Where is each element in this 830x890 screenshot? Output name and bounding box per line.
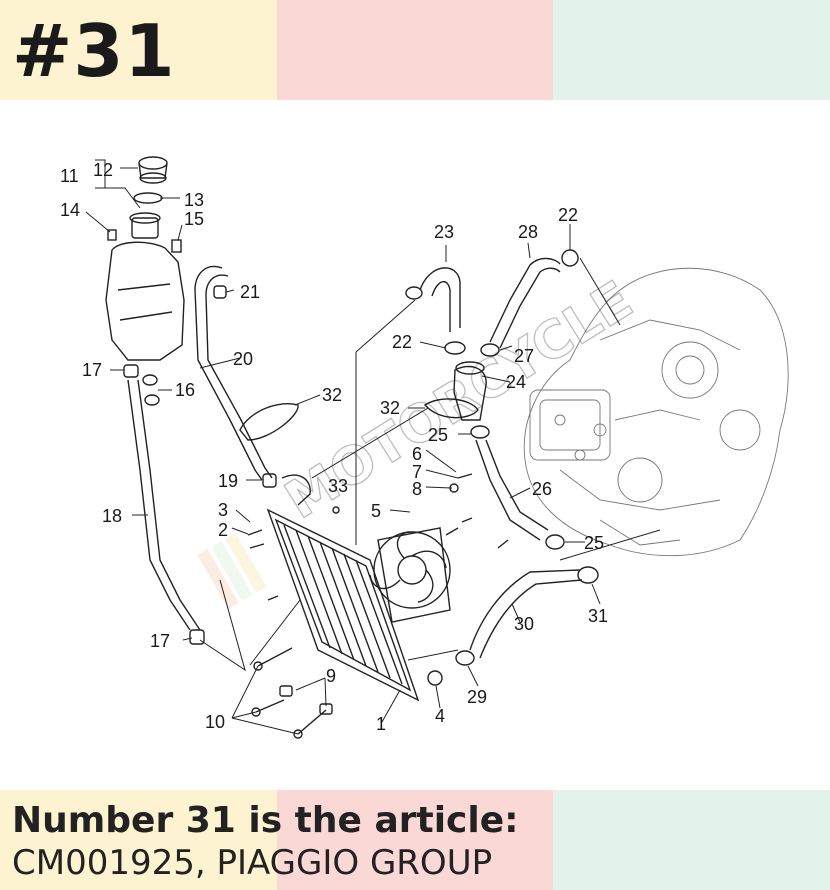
hose-28	[489, 257, 561, 349]
callout-19: 19	[218, 471, 238, 491]
clamp-25-lower	[545, 534, 565, 550]
hose-20	[194, 265, 273, 481]
callout-27: 27	[514, 346, 534, 366]
clamp-21	[213, 285, 227, 299]
callout-26: 26	[532, 479, 552, 499]
callout-31: 31	[588, 606, 608, 626]
article-code: CM001925, PIAGGIO GROUP	[12, 843, 493, 883]
header-band-pink	[276, 0, 554, 100]
bolts-2-3	[247, 529, 279, 601]
clamp-27	[480, 343, 500, 357]
callout-32-right: 32	[380, 398, 400, 418]
clamp-22-mid	[444, 341, 466, 355]
fan-5	[369, 527, 451, 623]
callout-6: 6	[412, 444, 422, 464]
clip-17-bottom	[189, 629, 205, 645]
callout-16: 16	[175, 380, 195, 400]
callout-12: 12	[93, 160, 113, 180]
footer-band-mint	[553, 790, 830, 890]
grommets-16	[142, 374, 160, 406]
bolt-33	[332, 506, 340, 514]
callout-5: 5	[371, 501, 381, 521]
nut-4	[427, 670, 443, 686]
spacers-9	[279, 685, 333, 715]
thermostat-24	[453, 361, 487, 421]
footer-band-yellow	[0, 790, 277, 890]
hose-26	[475, 439, 549, 541]
callout-13: 13	[184, 190, 204, 210]
screw-6	[457, 473, 473, 479]
callout-32-left: 32	[322, 385, 342, 405]
callout-10: 10	[205, 712, 225, 732]
clamp-22-left	[405, 286, 423, 300]
callout-22-left: 22	[392, 332, 412, 352]
callout-29: 29	[467, 687, 487, 707]
callout-15: 15	[184, 209, 204, 229]
screw-14	[107, 229, 117, 241]
callout-2: 2	[218, 520, 228, 540]
footer-band	[0, 790, 830, 890]
callout-23: 23	[434, 222, 454, 242]
callout-3: 3	[218, 500, 228, 520]
callout-7: 7	[412, 462, 422, 482]
gasket-32-left	[239, 403, 299, 441]
expansion-tank	[105, 212, 185, 361]
callout-8: 8	[412, 479, 422, 499]
clamp-29	[455, 650, 475, 666]
clamp-22-right	[561, 249, 579, 267]
article-caption: Number 31 is the article:	[12, 800, 519, 841]
callout-22-right: 22	[558, 205, 578, 225]
callout-25-lower: 25	[584, 533, 604, 553]
callout-24: 24	[506, 372, 526, 392]
hose-30	[469, 569, 583, 659]
callout-33: 33	[328, 476, 348, 496]
callout-14: 14	[60, 200, 80, 220]
fan-screws	[445, 517, 509, 549]
engine-illustration	[523, 267, 789, 557]
callout-28: 28	[518, 222, 538, 242]
exploded-parts-diagram: MOTORCYCLE	[60, 156, 789, 739]
callout-9: 9	[326, 666, 336, 686]
clamp-25-upper	[470, 425, 490, 439]
footer-band-pink	[276, 790, 554, 890]
callout-18: 18	[102, 506, 122, 526]
header-band	[0, 0, 830, 100]
cap-gasket	[133, 192, 163, 204]
callout-labels: 1 2 3 4 5 6 7 8 9 10 11 12 13 14 15 16 1…	[60, 160, 608, 734]
leader-lines	[85, 159, 661, 735]
gasket-32-right	[423, 398, 479, 419]
callout-17-top: 17	[82, 360, 102, 380]
bolts-10	[251, 647, 327, 739]
callout-11: 11	[60, 166, 79, 186]
tank-cap	[138, 156, 168, 184]
hose-23	[419, 267, 461, 332]
callout-20: 20	[233, 349, 253, 369]
callout-30: 30	[514, 614, 534, 634]
callout-4: 4	[435, 706, 445, 726]
fitting-15	[171, 239, 182, 253]
hose-18	[127, 379, 201, 631]
header-band-yellow	[0, 0, 277, 100]
callout-25-upper: 25	[428, 425, 448, 445]
callout-1: 1	[376, 714, 386, 734]
callout-21: 21	[240, 282, 260, 302]
part-number-heading: #31	[12, 9, 176, 93]
header-band-mint	[553, 0, 830, 100]
clamp-19	[262, 473, 277, 488]
callout-17-bottom: 17	[150, 631, 170, 651]
radiator-1	[266, 474, 420, 702]
clamp-31	[577, 566, 599, 584]
clip-17-top	[123, 364, 139, 378]
